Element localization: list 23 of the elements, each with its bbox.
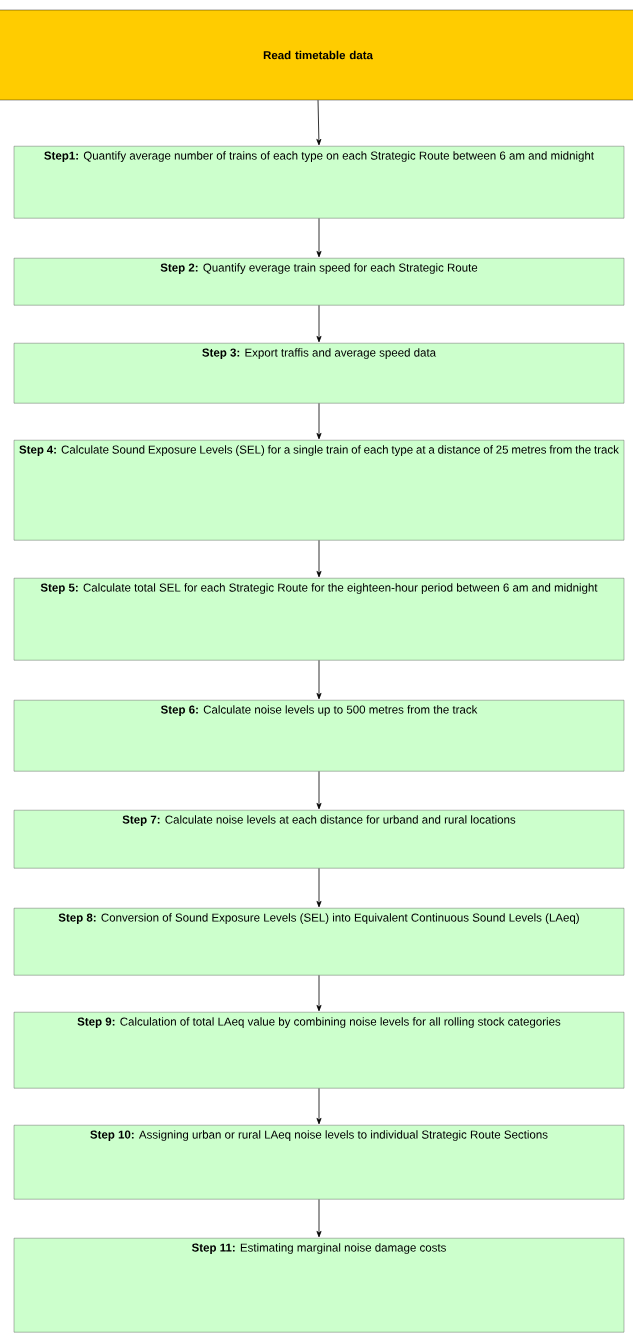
arrow	[316, 99, 322, 146]
process-box: Step 6: Calculate noise levels up to 500 metres from the track	[13, 700, 625, 772]
arrow	[316, 868, 322, 908]
process-box: Step 11: Estimating marginal noise damage costs	[13, 1238, 625, 1333]
arrow	[316, 305, 322, 343]
process-box: Step 9: Calculation of total LAeq value by combining noise levels for all rolling stock categories	[13, 1012, 625, 1089]
arrow	[316, 1088, 322, 1125]
arrow	[316, 540, 322, 578]
process-box: Step 8: Conversion of Sound Exposure Levels (SEL) into Equivalent Continuous Sound Levels (LAeq)	[13, 908, 625, 976]
process-box: Step 10: Assigning urban or rural LAeq noise levels to individual Strategic Route Sections	[13, 1125, 625, 1200]
arrow	[316, 1199, 322, 1238]
process-box: Step 4: Calculate Sound Exposure Levels (SEL) for a single train of each type at a distance of 25 metres from the track	[13, 440, 625, 541]
arrow	[316, 975, 322, 1012]
arrow	[316, 660, 322, 700]
process-box: Step 5: Calculate total SEL for each Strategic Route for the eighteen-hour period between 6 am and midnight	[13, 578, 625, 661]
arrow	[316, 403, 322, 440]
data-parallelogram: Read timetable data	[0, 9, 633, 101]
arrow	[316, 218, 322, 258]
arrow	[316, 771, 322, 810]
process-box: Step 3: Export traffis and average speed data	[13, 343, 625, 404]
process-box: Step1: Quantify average number of trains of each type on each Strategic Route between 6 am and midnight	[13, 146, 625, 219]
process-box: Step 7: Calculate noise levels at each distance for urband and rural locations	[13, 810, 625, 869]
process-box: Step 2: Quantify everage train speed for each Strategic Route	[13, 258, 625, 306]
